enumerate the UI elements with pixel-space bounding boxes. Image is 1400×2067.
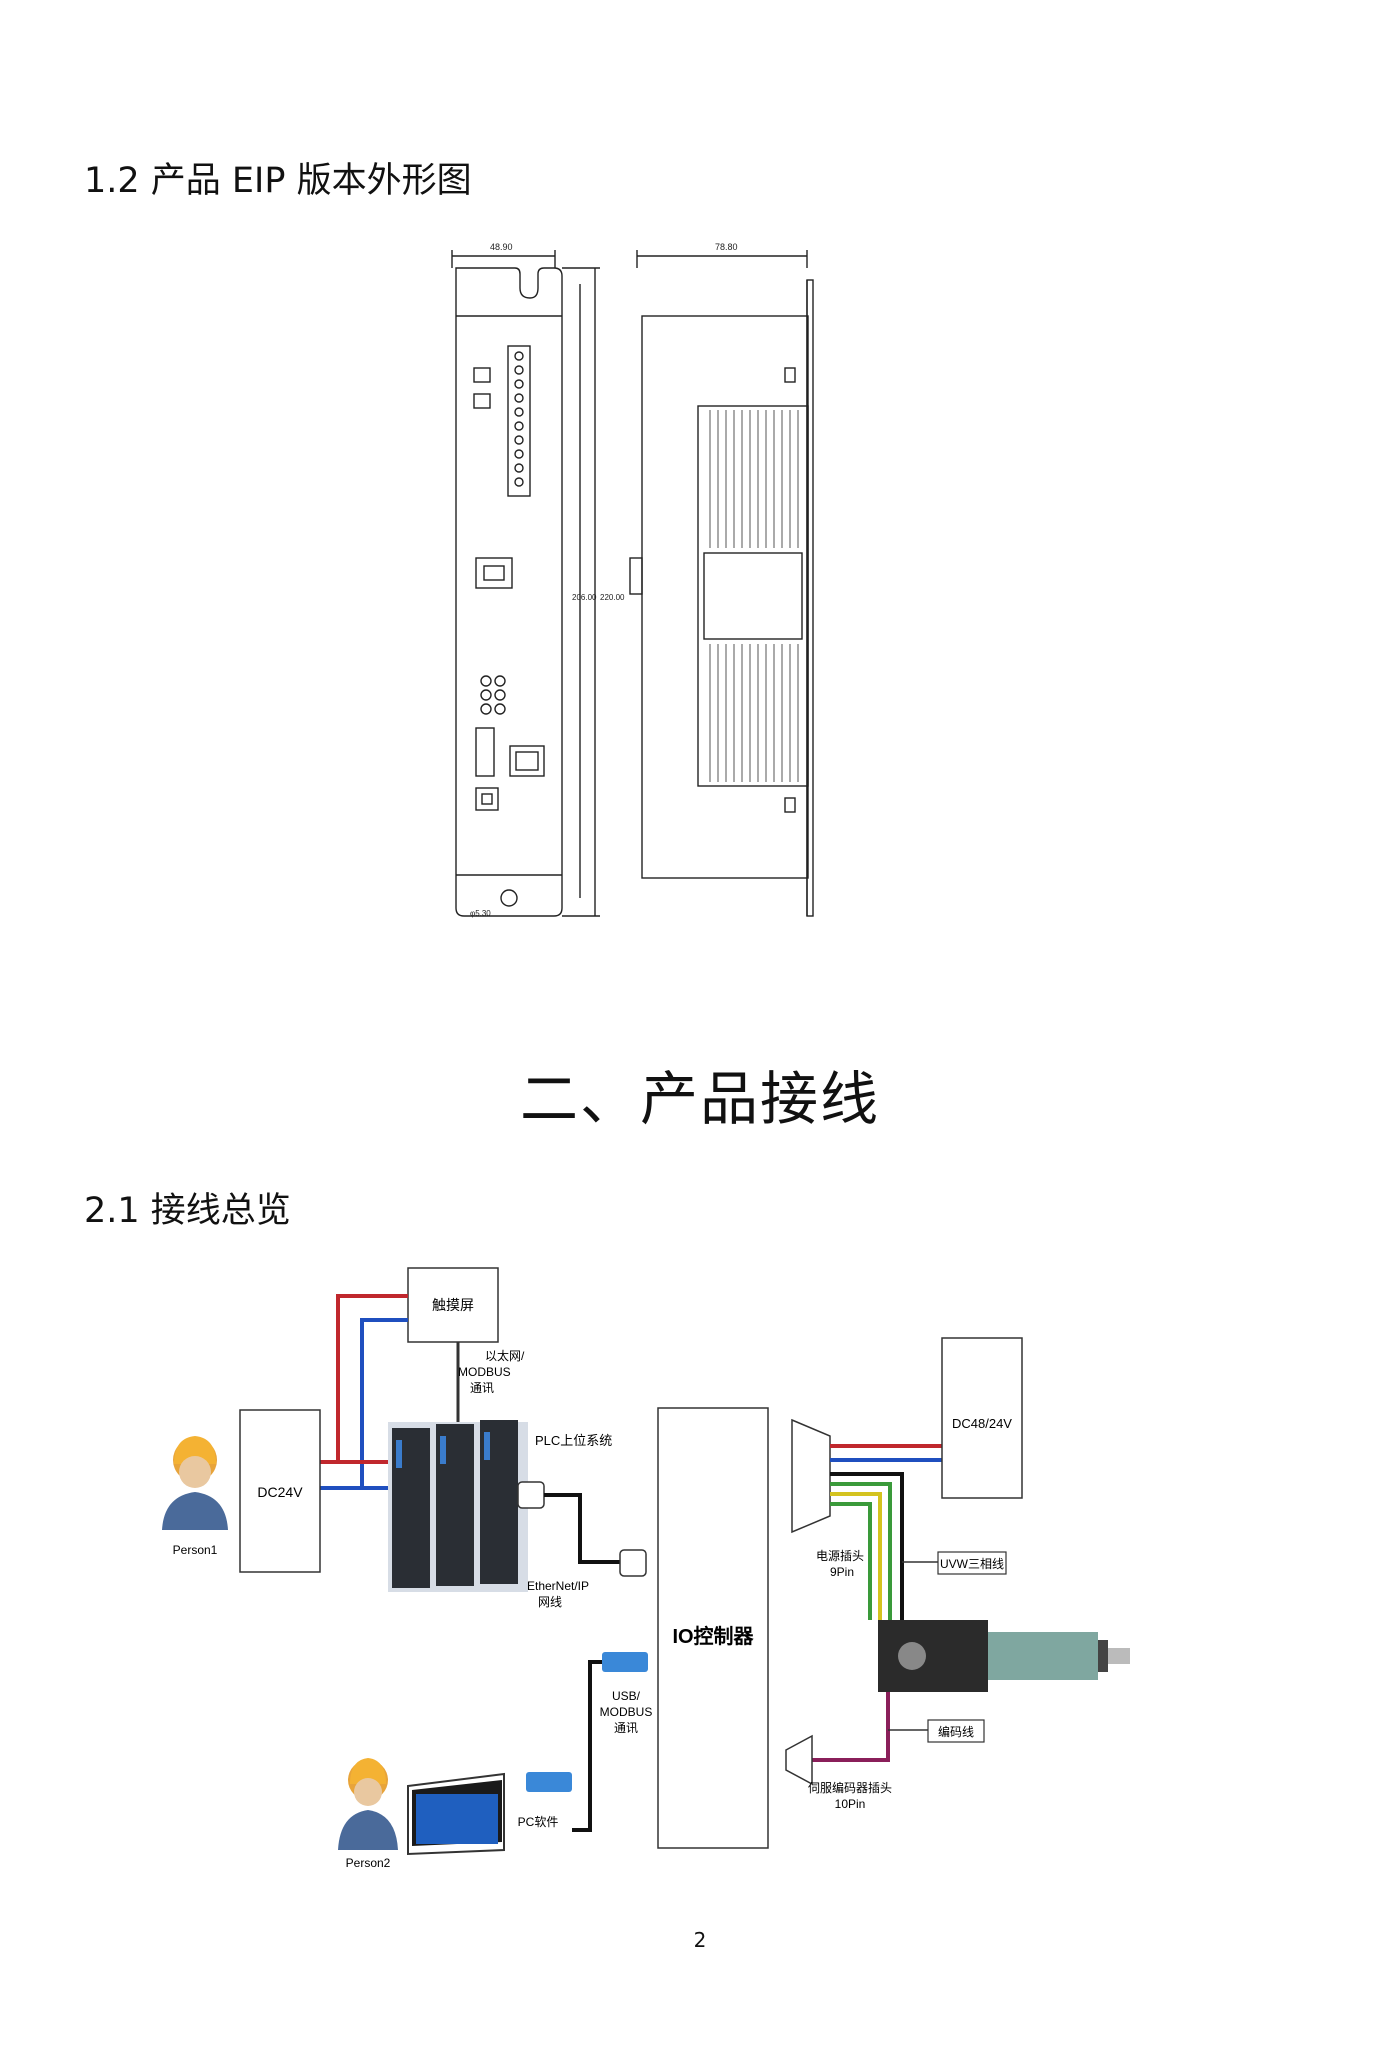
dim-height-outer: 220.00 — [600, 593, 625, 602]
dc48-24v-box — [941, 1337, 1023, 1499]
person2-label: Person2 — [346, 1856, 391, 1870]
ethernet-ip-line1: EtherNet/IP — [527, 1579, 589, 1593]
ethernet-modbus-line3: 通讯 — [470, 1381, 494, 1395]
page-number: 2 — [693, 1928, 707, 1952]
dc48-24v-label: DC48/24V — [952, 1416, 1012, 1431]
touchscreen-box — [407, 1267, 499, 1343]
encoder-cable-label: 编码线 — [938, 1724, 974, 1739]
dc24v-label: DC24V — [257, 1484, 303, 1500]
power-plug-line2: 9Pin — [830, 1565, 854, 1579]
chapter-title: 二、产品接线 — [519, 1065, 880, 1133]
pc-software-label: PC软件 — [518, 1815, 559, 1829]
electric-cylinder-image — [878, 1620, 1130, 1692]
person1-icon — [162, 1436, 228, 1530]
dim-hole: φ5.30 — [470, 909, 491, 918]
pc-monitor-icon — [407, 1772, 505, 1856]
dim-height-inner: 206.00 — [572, 593, 597, 602]
ethernet-modbus-line1: 以太网/ — [485, 1348, 525, 1363]
person2-icon — [338, 1758, 398, 1850]
dc24v-box — [239, 1409, 321, 1573]
touchscreen-label: 触摸屏 — [432, 1297, 474, 1313]
plc-drives-image — [388, 1420, 528, 1592]
io-controller-label: IO控制器 — [672, 1624, 754, 1648]
ethernet-modbus-line2: MODBUS — [458, 1365, 511, 1379]
usb-modbus-line1: USB/ — [612, 1689, 641, 1703]
dim-front-width: 48.90 — [490, 242, 513, 252]
servo-encoder-line2: 10Pin — [835, 1797, 866, 1811]
product-outline-drawing: 48.90 78.80 206.00 220.00 φ5.30 — [451, 242, 814, 918]
io-controller-box — [657, 1407, 769, 1849]
section-heading-1-2: 1.2 产品 EIP 版本外形图 — [84, 161, 472, 201]
usb-modbus-line3: 通讯 — [614, 1721, 638, 1735]
uvw-label: UVW三相线 — [940, 1557, 1004, 1571]
dim-side-width: 78.80 — [715, 242, 738, 252]
person1-label: Person1 — [173, 1543, 218, 1557]
servo-encoder-line1: 伺服编码器插头 — [808, 1780, 892, 1795]
plc-label: PLC上位系统 — [535, 1433, 612, 1448]
power-plug-line1: 电源插头 — [816, 1549, 864, 1563]
wiring-overview-diagram: 触摸屏 以太网/ MODBUS 通讯 DC24V Person1 PLC上位系统… — [162, 1267, 1130, 1870]
section-heading-2-1: 2.1 接线总览 — [84, 1191, 291, 1231]
ethernet-ip-line2: 网线 — [538, 1595, 562, 1609]
usb-modbus-line2: MODBUS — [600, 1705, 653, 1719]
